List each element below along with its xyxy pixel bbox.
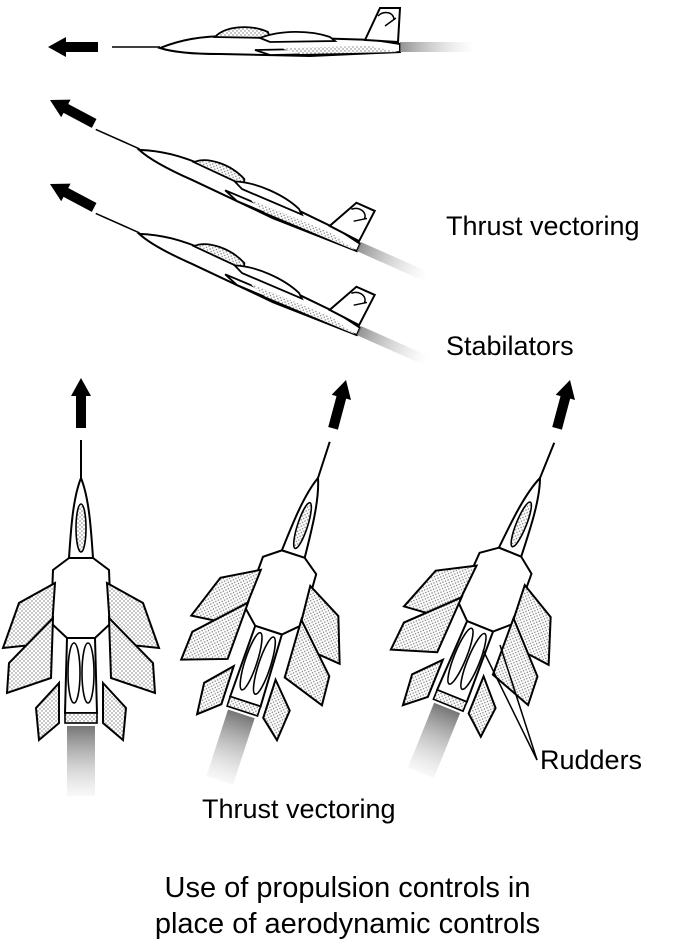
side-view-aircraft-level: [48, 8, 475, 57]
side-view-aircraft-pitched-1: [45, 91, 443, 285]
thrust-vectoring-top-label: Thrust vectoring: [202, 793, 396, 825]
stabilators-label: Stabilators: [446, 330, 574, 362]
top-view-aircraft-straight: [3, 378, 159, 796]
thrust-vectoring-side-label: Thrust vectoring: [446, 210, 640, 242]
rudders-label: Rudders: [540, 744, 642, 776]
top-view-aircraft-vectored-2: [349, 377, 627, 802]
figure-caption: Use of propulsion controls in place of a…: [0, 870, 695, 942]
top-view-aircraft-vectored-1: [146, 377, 404, 804]
caption-line-1: Use of propulsion controls in: [0, 870, 695, 906]
caption-line-2: place of aerodynamic controls: [0, 906, 695, 942]
